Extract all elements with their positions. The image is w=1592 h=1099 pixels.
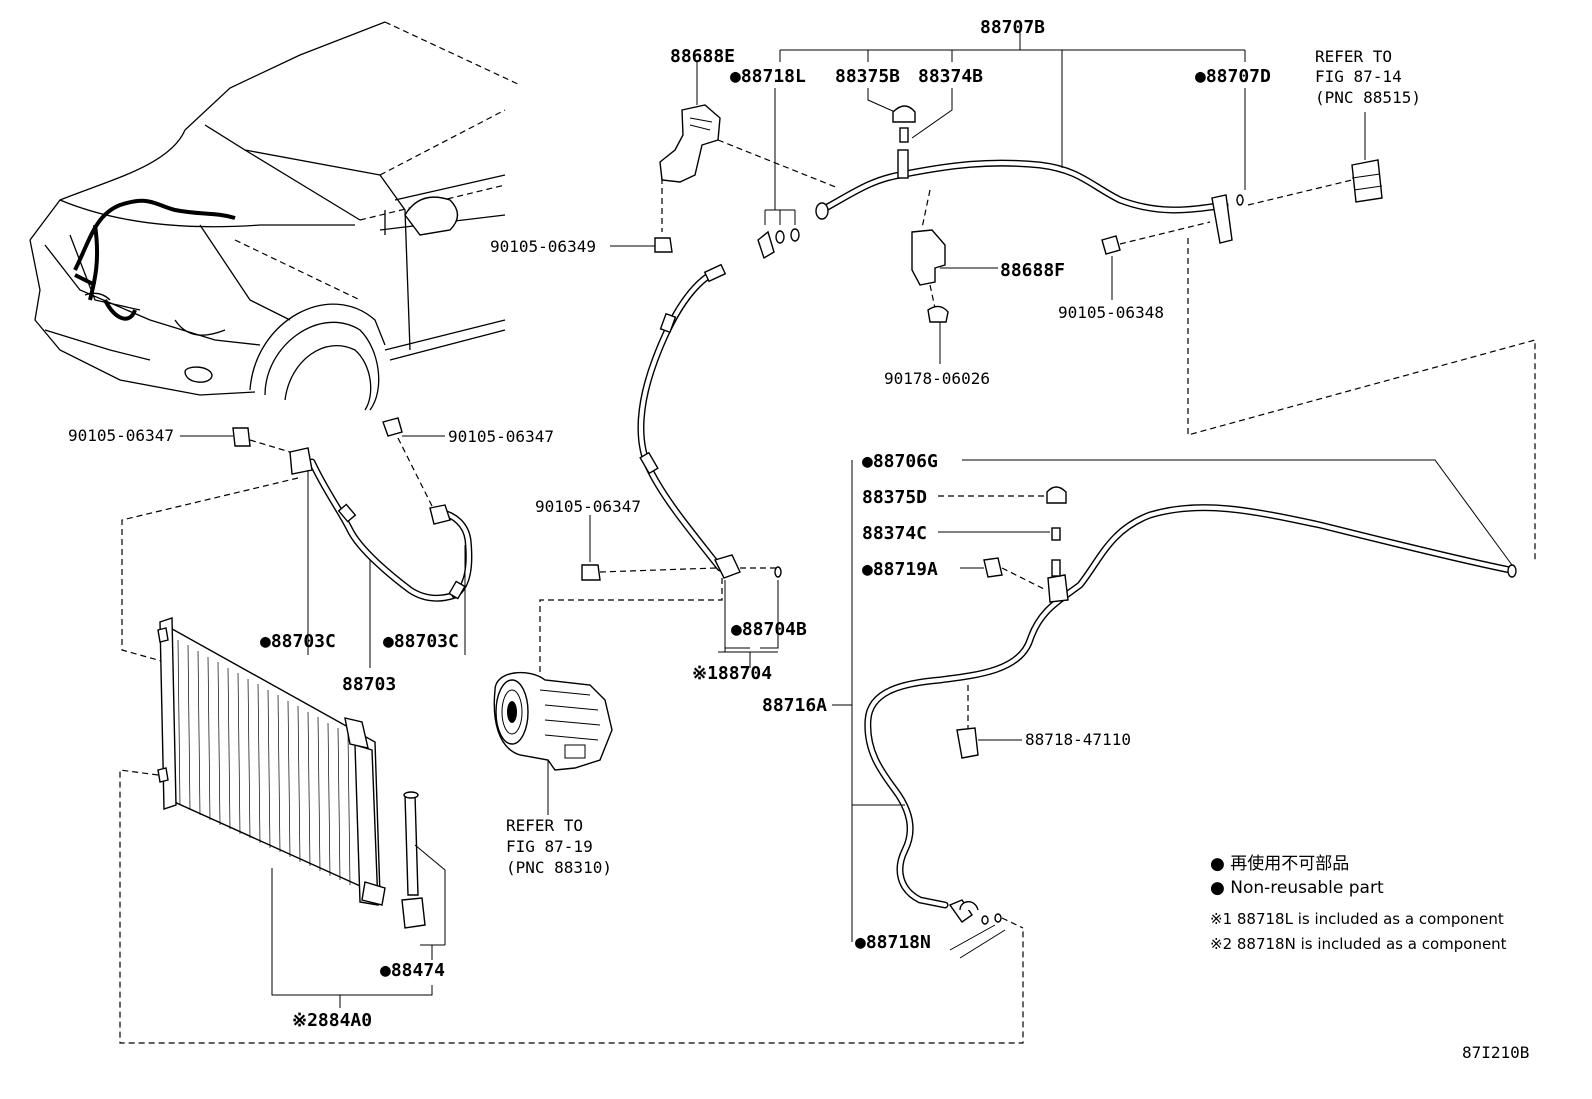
legend-note-2: ※2 88718N is included as a component bbox=[1210, 935, 1507, 953]
bracket-88688f bbox=[911, 189, 998, 364]
label-88374b: 88374B bbox=[918, 66, 983, 87]
label-88703c-a: ●88703C bbox=[260, 631, 336, 652]
bracket-88688e bbox=[610, 62, 839, 253]
refer-fig-87-14-line1: REFER TO bbox=[1315, 47, 1392, 66]
refer-fig-87-14-line3: (PNC 88515) bbox=[1315, 88, 1421, 107]
label-88688f: 88688F bbox=[1000, 260, 1065, 281]
label-88704b: ●88704B bbox=[731, 619, 807, 640]
legend: ● 再使用不可部品 ● Non-reusable part ※1 88718L … bbox=[1210, 853, 1507, 953]
suction-pipe-88707b bbox=[757, 32, 1246, 260]
label-88716a: 88716A bbox=[762, 695, 827, 716]
label-90105-06347-c: 90105-06347 bbox=[535, 497, 641, 516]
refer-fig-87-14-line2: FIG 87-14 bbox=[1315, 67, 1402, 86]
legend-non-reusable-en: ● Non-reusable part bbox=[1210, 878, 1384, 898]
legend-non-reusable-jp: ● 再使用不可部品 bbox=[1210, 853, 1349, 874]
label-88375b: 88375B bbox=[835, 66, 900, 87]
figure-code: 87I210B bbox=[1462, 1043, 1529, 1062]
refer-fig-87-19-line1: REFER TO bbox=[506, 816, 583, 835]
label-88688e: 88688E bbox=[670, 46, 735, 67]
label-88703: 88703 bbox=[342, 674, 396, 695]
receiver-fitting bbox=[1187, 112, 1536, 560]
refer-fig-87-19-line2: FIG 87-19 bbox=[506, 837, 593, 856]
label-88706g: ●88706G bbox=[862, 451, 938, 472]
label-88707d: ●88707D bbox=[1195, 66, 1271, 87]
label-88704: ※188704 bbox=[692, 663, 772, 684]
label-88474: ●88474 bbox=[380, 960, 445, 981]
label-90105-06349: 90105-06349 bbox=[490, 237, 596, 256]
label-884a0: ※2884A0 bbox=[292, 1010, 372, 1031]
bolt-90105-06348 bbox=[1101, 221, 1211, 300]
refer-fig-87-19-line3: (PNC 88310) bbox=[506, 858, 612, 877]
liquid-pipe-88716a bbox=[832, 459, 1517, 959]
label-88718n: ●88718N bbox=[855, 932, 931, 953]
discharge-pipe-88703 bbox=[121, 417, 473, 668]
legend-note-1: ※1 88718L is included as a component bbox=[1210, 910, 1504, 928]
label-88718-47110: 88718-47110 bbox=[1025, 730, 1131, 749]
label-90105-06347-a: 90105-06347 bbox=[68, 426, 174, 445]
label-88703c-b: ●88703C bbox=[383, 631, 459, 652]
label-88375d: 88375D bbox=[862, 487, 927, 508]
label-90105-06348: 90105-06348 bbox=[1058, 303, 1164, 322]
part-labels: 88707B 88688E ●88718L 88375B 88374B ●887… bbox=[68, 17, 1529, 1062]
label-88718l: ●88718L bbox=[730, 66, 806, 87]
condenser bbox=[119, 617, 1024, 1044]
ac-compressor bbox=[493, 671, 613, 815]
label-88374c: 88374C bbox=[862, 523, 927, 544]
label-90105-06347-b: 90105-06347 bbox=[448, 427, 554, 446]
label-88707b: 88707B bbox=[980, 17, 1045, 38]
vehicle-illustration bbox=[29, 21, 521, 411]
label-88719a: ●88719A bbox=[862, 559, 938, 580]
label-90178-06026: 90178-06026 bbox=[884, 369, 990, 388]
discharge-hose-88704 bbox=[539, 263, 782, 700]
